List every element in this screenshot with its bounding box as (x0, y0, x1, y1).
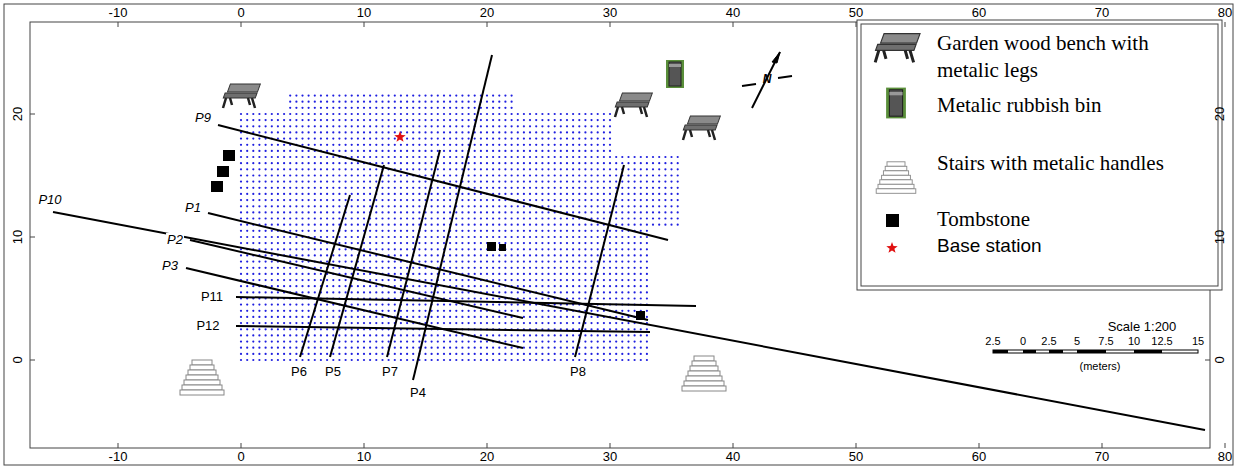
north-arrow (742, 52, 792, 108)
axis-tick-label: 60 (972, 6, 986, 20)
profile-label: P11 (200, 290, 224, 304)
axis-tick-label: 20 (11, 107, 25, 121)
profile-label: P2 (166, 233, 184, 247)
axis-tick-label: 10 (357, 6, 371, 20)
legend-text: Metalic rubbish bin (937, 92, 1187, 119)
axis-tick-label: 0 (237, 450, 244, 464)
legend-text: Stairs with metalic handles (937, 150, 1187, 177)
scale-number: 2.5 (985, 335, 1000, 347)
axis-tick-label: 0 (1213, 356, 1227, 363)
axis-tick-label: -10 (109, 6, 128, 20)
axis-tick-label: 20 (1213, 107, 1227, 121)
profile-lines (53, 55, 1205, 430)
scale-unit: (meters) (1080, 360, 1121, 372)
profile-label: P3 (161, 259, 179, 273)
axis-tick-label: 0 (237, 6, 244, 20)
axis-tick-label: -10 (109, 450, 128, 464)
axis-tick-label: 10 (357, 450, 371, 464)
profile-label: P7 (381, 365, 399, 379)
legend-text: Garden wood bench with metalic legs (937, 30, 1187, 85)
tombstones (211, 150, 645, 320)
axis-tick-label: 20 (480, 450, 494, 464)
axis-tick-label: 20 (480, 6, 494, 20)
profile-label: P12 (195, 319, 220, 333)
north-label: N (763, 73, 772, 86)
legend-swatch (886, 214, 899, 227)
profile-label: P5 (324, 365, 342, 379)
axis-tick-label: 50 (849, 6, 863, 20)
axis-tick-label: 10 (11, 230, 25, 244)
profile-label: P9 (194, 111, 212, 125)
axis-tick-label: 70 (1095, 6, 1109, 20)
scale-number: 2.5 (1041, 335, 1056, 347)
profile-label: P4 (409, 386, 427, 400)
axis-tick-label: 30 (603, 450, 617, 464)
profile-label: P10 (37, 193, 62, 207)
scale-number: 10 (1128, 335, 1140, 347)
axis-tick-label: 70 (1095, 450, 1109, 464)
axis-tick-label: 80 (1218, 6, 1232, 20)
legend-text: Tombstone (937, 206, 1187, 233)
profile-label: P6 (290, 365, 308, 379)
scale-number: 15 (1192, 335, 1204, 347)
scale-number: 7.5 (1098, 335, 1113, 347)
scale-bar (993, 350, 1198, 353)
axis-tick-label: 0 (11, 356, 25, 363)
axis-tick-label: 10 (1213, 230, 1227, 244)
survey-points (240, 95, 679, 362)
axis-tick-label: 80 (1218, 450, 1232, 464)
scale-number: 5 (1074, 335, 1080, 347)
axis-tick-label: 60 (972, 450, 986, 464)
axis-tick-label: 40 (726, 6, 740, 20)
scale-number: 12.5 (1151, 335, 1172, 347)
scale-number: 0 (1020, 335, 1026, 347)
axis-tick-label: 40 (726, 450, 740, 464)
profile-label: P1 (184, 201, 202, 215)
legend-text: Base station (937, 234, 1187, 259)
scale-title: Scale 1:200 (1108, 320, 1177, 334)
axis-tick-label: 30 (603, 6, 617, 20)
profile-label: P8 (569, 365, 587, 379)
axis-tick-label: 50 (849, 450, 863, 464)
